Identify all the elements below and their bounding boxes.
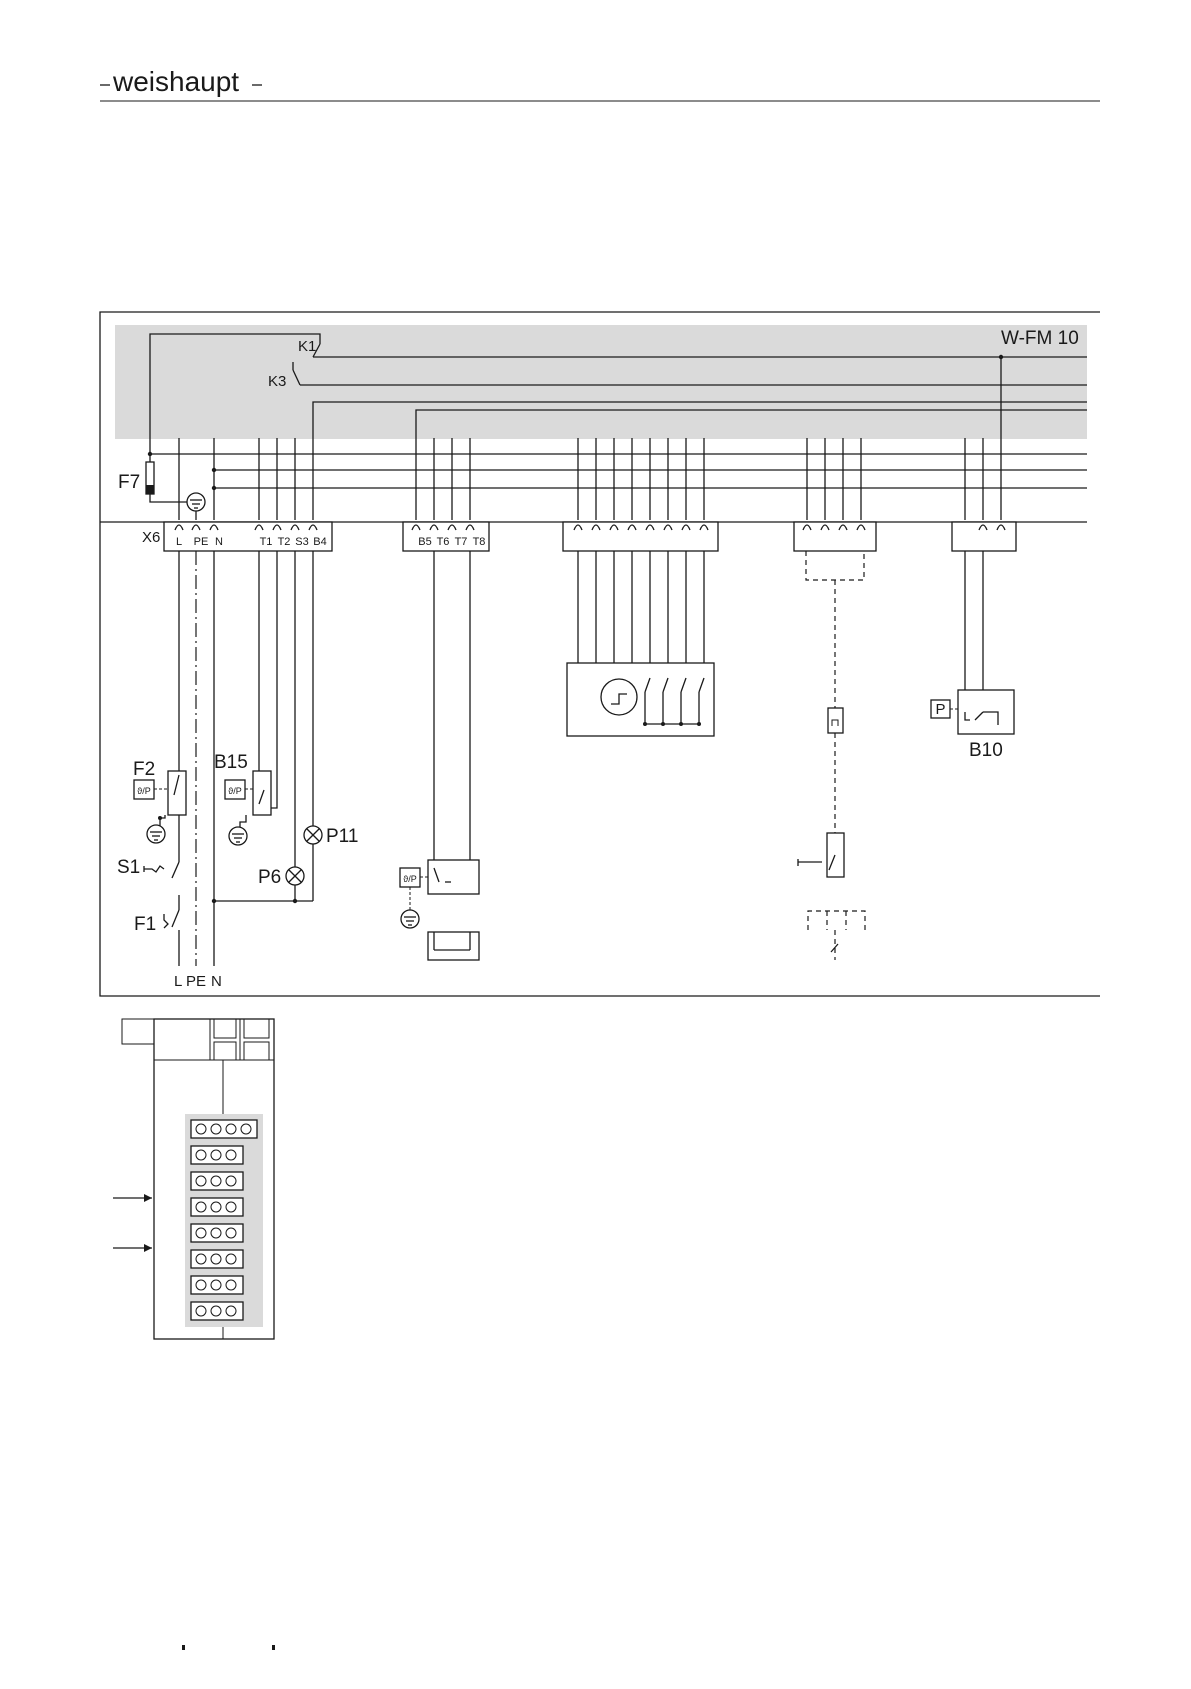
terminal-block-3pin: [952, 522, 1016, 551]
b10-label: B10: [969, 740, 1003, 761]
relay-k3-label: K3: [268, 373, 286, 390]
b15-thermo-glyph: ϑ/P: [228, 786, 241, 796]
thermostat-b15: B15 ϑ/P: [214, 752, 271, 828]
fuse-f7-label: F7: [118, 472, 140, 493]
connector-row-3: [191, 1172, 243, 1190]
field-wiring-4pin: [798, 551, 865, 960]
connector-row-1: [191, 1120, 257, 1138]
connector-row-6: [191, 1250, 243, 1268]
page-header: weishaupt: [100, 66, 1100, 101]
lamp-p11: P11: [304, 826, 358, 847]
f2-label: F2: [133, 759, 155, 780]
mains-l: L: [174, 973, 182, 990]
earth-symbol-f2: [147, 825, 165, 843]
module-title: W-FM 10: [1001, 328, 1079, 349]
terminal-block-4pin: [794, 522, 876, 551]
terminal-t1: T1: [260, 536, 273, 548]
connector-row-4: [191, 1198, 243, 1216]
lamp-p6: P6: [258, 867, 304, 888]
terminal-block-x6: X6 L PE N T1 T2 S3 B4: [142, 522, 332, 551]
field-wiring-b5-t8: ϑ/P: [400, 551, 479, 960]
terminal-x6-label: X6: [142, 529, 160, 546]
terminal-s3: S3: [295, 536, 308, 548]
fuse-f1: F1: [134, 910, 179, 935]
f2-thermo-glyph: ϑ/P: [137, 786, 150, 796]
fuse-f7: F7: [118, 438, 196, 502]
terminal-block-b5-t8: B5 T6 T7 T8: [403, 522, 489, 551]
mains-n: N: [211, 973, 222, 990]
connector-row-7: [191, 1276, 243, 1294]
p11-label: P11: [326, 826, 358, 847]
mains-labels: L PE N: [174, 973, 222, 990]
earth-symbol-b15: [229, 827, 247, 845]
earth-symbol-x6: [187, 493, 205, 511]
terminal-t8: T8: [473, 536, 486, 548]
connector-row-2: [191, 1146, 243, 1164]
p6-label: P6: [258, 867, 281, 888]
b10-pressure-p: P: [935, 701, 945, 718]
terminal-l: L: [176, 536, 182, 548]
terminal-n: N: [215, 536, 223, 548]
terminal-drops: [179, 438, 1001, 520]
terminal-t2: T2: [278, 536, 291, 548]
module-overview-drawing: [113, 1019, 274, 1339]
b15-label: B15: [214, 752, 248, 773]
terminal-b5: B5: [418, 536, 431, 548]
terminal-t6: T6: [437, 536, 450, 548]
mains-pe: PE: [186, 973, 206, 990]
brand-logo: weishaupt: [112, 66, 239, 97]
thermo-glyph-b5: ϑ/P: [403, 874, 416, 884]
pressure-switch-b10: P B10: [931, 551, 1014, 761]
relay-k1-label: K1: [298, 338, 316, 355]
connector-row-8: [191, 1302, 243, 1320]
terminal-pe: PE: [194, 536, 209, 548]
terminal-block-motor: [563, 522, 718, 551]
burner-motor-block: [567, 551, 714, 736]
safety-thermostat-f2: F2 ϑ/P: [133, 759, 186, 826]
bus-lines: [100, 454, 1087, 522]
switch-s1: S1: [117, 857, 179, 878]
f1-label: F1: [134, 914, 156, 935]
terminal-t7: T7: [455, 536, 468, 548]
footer-marks: [182, 1645, 275, 1650]
connector-row-5: [191, 1224, 243, 1242]
module-area: [115, 325, 1087, 439]
terminal-b4: B4: [313, 536, 326, 548]
s1-label: S1: [117, 857, 140, 878]
